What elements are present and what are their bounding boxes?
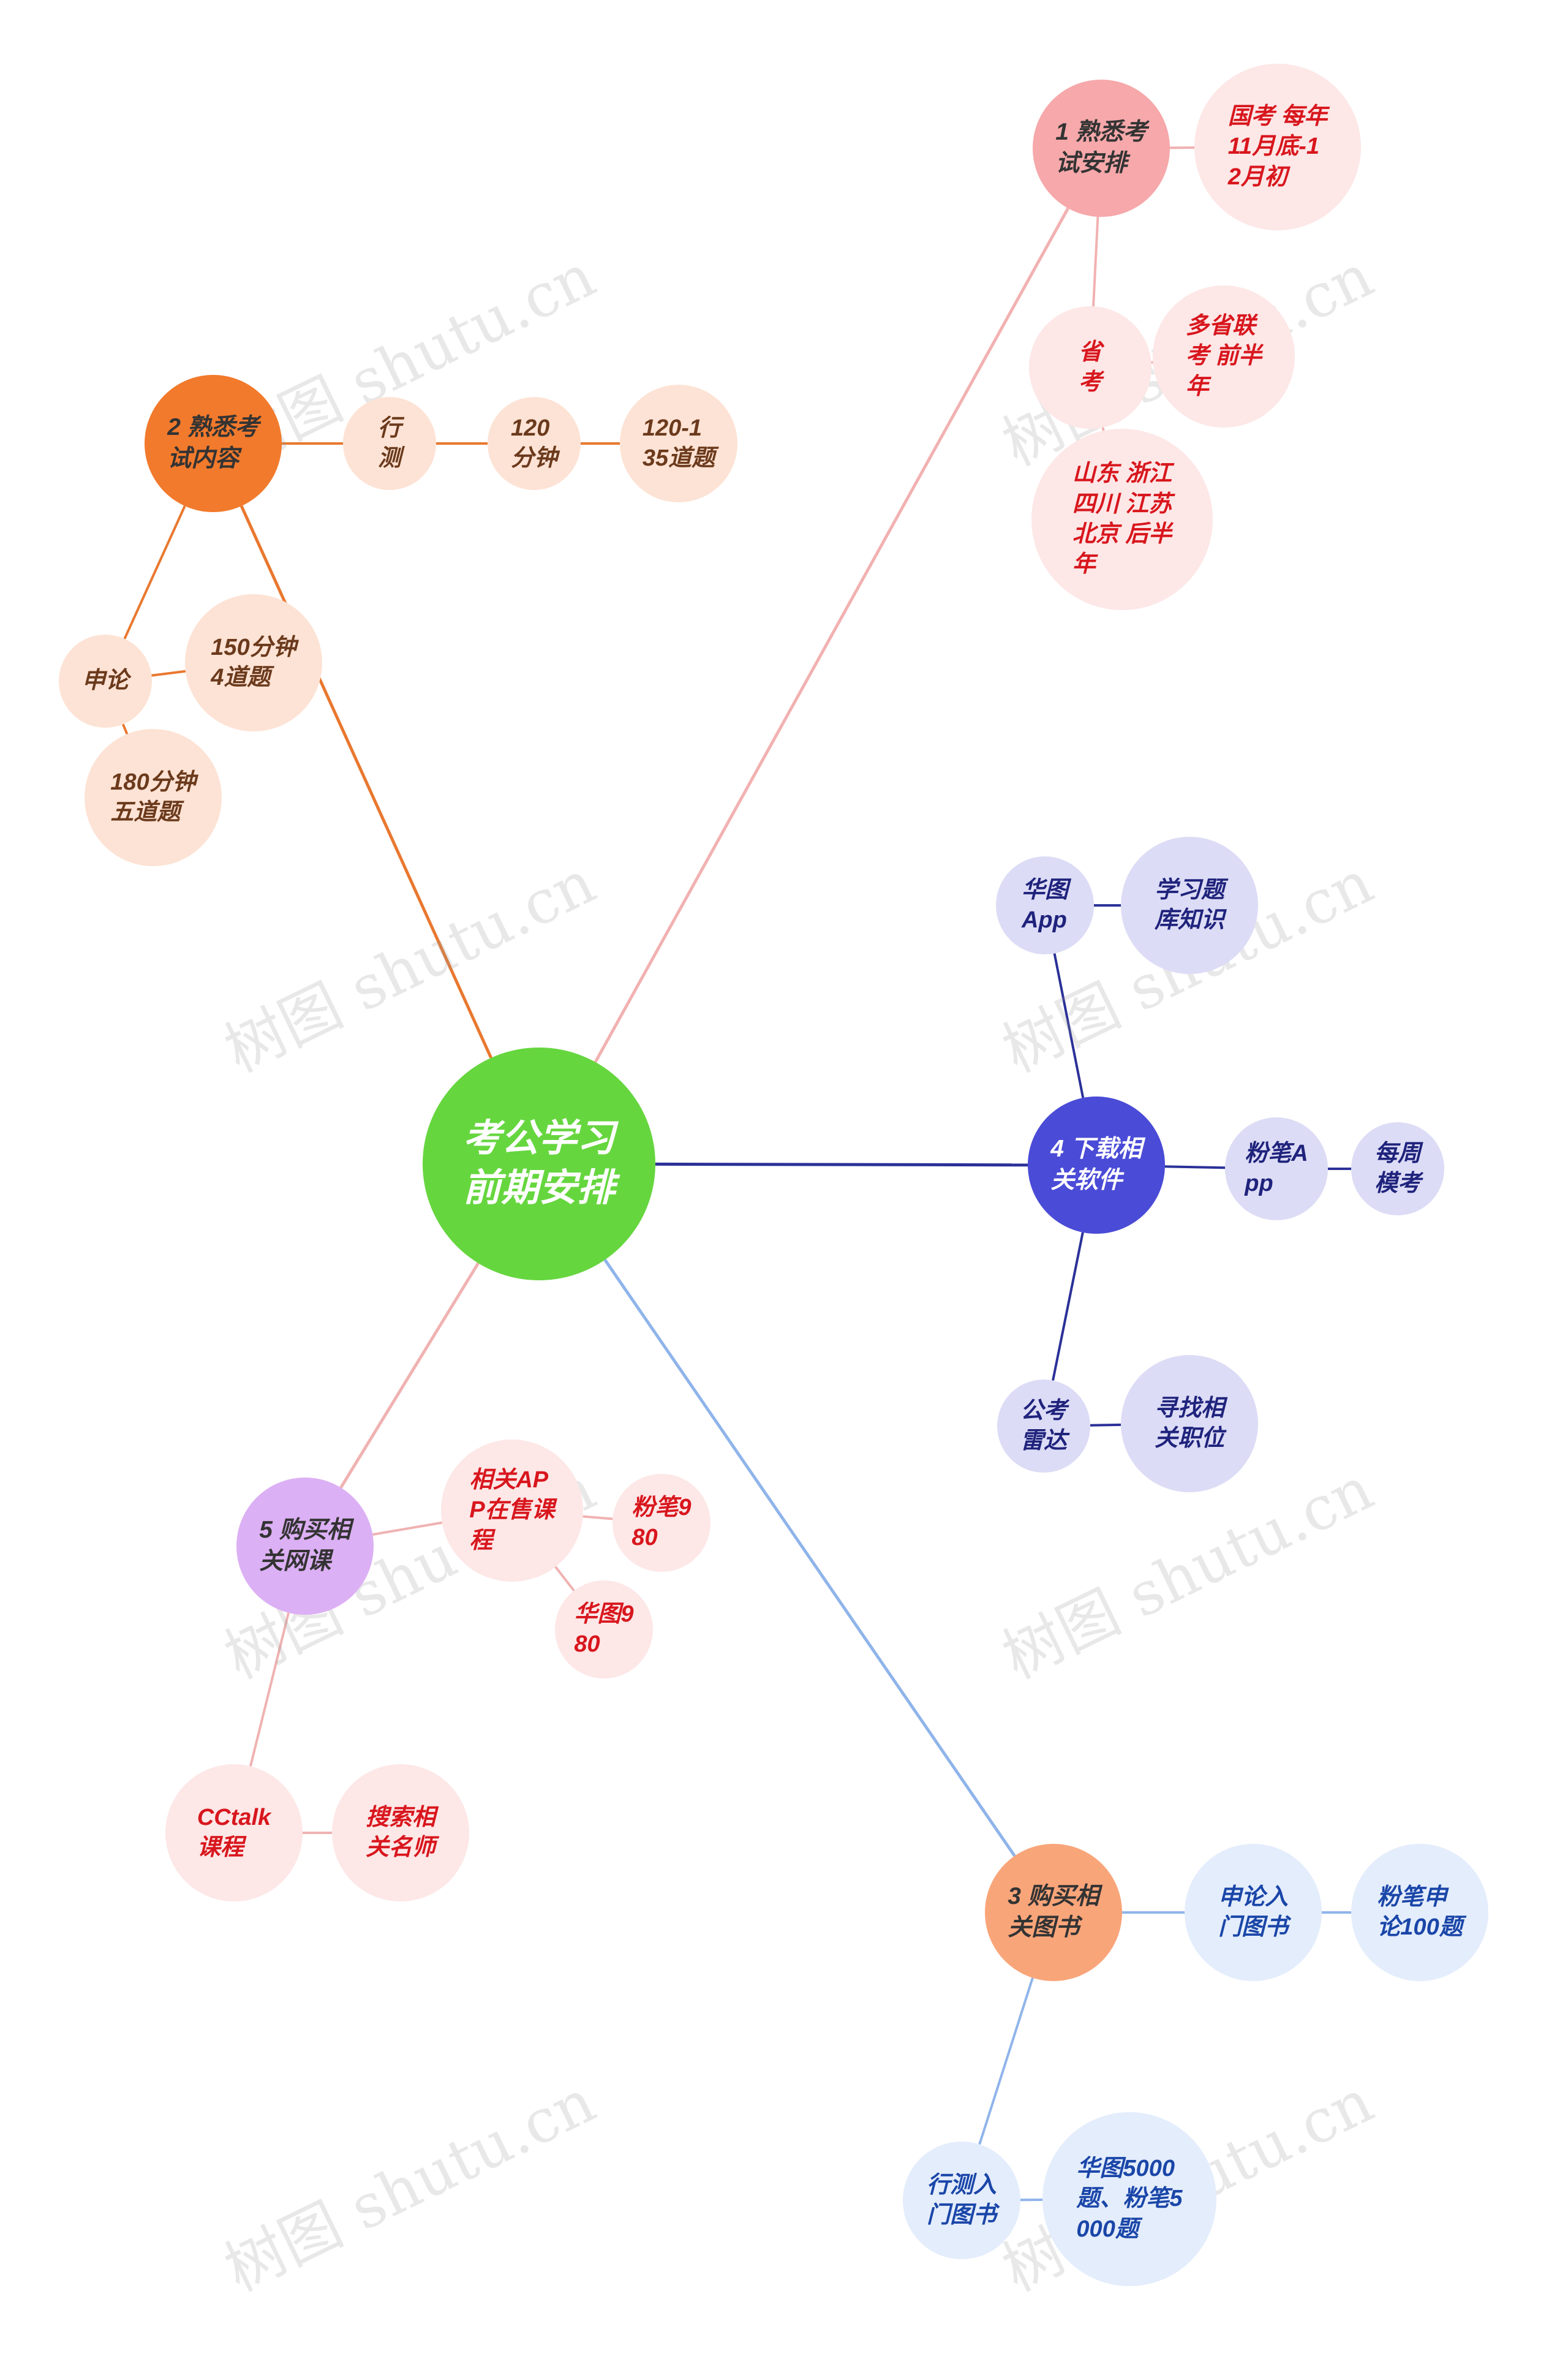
leaf-label: 申论 <box>81 668 129 694</box>
leaf-label: 搜索相 关名师 <box>365 1804 435 1860</box>
leaf-provinces-second-half[interactable]: 山东 浙江 四川 江苏 北京 后半 年 <box>1031 429 1213 610</box>
leaf-search-teachers[interactable]: 搜索相 关名师 <box>332 1764 469 1901</box>
leaf-150-minutes[interactable]: 150分钟 4道题 <box>185 594 322 731</box>
root-topic[interactable]: 考公学习 前期安排 <box>423 1048 655 1280</box>
leaf-multi-province-exam[interactable]: 多省联 考 前半 年 <box>1153 285 1295 428</box>
connector-n2d-n2f <box>122 723 129 735</box>
leaf-label: 行测入 门图书 <box>926 2172 997 2228</box>
branch-label: 1 熟悉考 试安排 <box>1055 119 1147 176</box>
leaf-label: 相关AP P在售课 程 <box>469 1467 555 1553</box>
leaf-huatu-980[interactable]: 华图9 80 <box>555 1580 653 1678</box>
leaf-cctalk-courses[interactable]: CCtalk 课程 <box>165 1764 303 1901</box>
leaf-120-minutes[interactable]: 120 分钟 <box>488 397 581 490</box>
leaf-label: 180分钟 五道题 <box>110 769 196 825</box>
leaf-label: 粉笔申 论100题 <box>1377 1884 1463 1940</box>
branch-exam-schedule[interactable]: 1 熟悉考 试安排 <box>1033 80 1170 217</box>
leaf-label: 国考 每年 11月底-1 2月初 <box>1227 103 1328 190</box>
leaf-label: 华图9 80 <box>574 1601 634 1657</box>
leaf-label: 120 分钟 <box>510 415 557 471</box>
leaf-label: 行 测 <box>377 415 401 471</box>
connector-b4-n4c <box>1164 1165 1226 1169</box>
leaf-label: CCtalk 课程 <box>197 1804 271 1860</box>
leaf-huatu-app[interactable]: 华图 App <box>996 856 1094 954</box>
branch-label: 3 购买相 关图书 <box>1008 1883 1099 1941</box>
leaf-label: 120-1 35道题 <box>642 415 715 471</box>
leaf-label: 每周 模考 <box>1374 1140 1421 1196</box>
branch-label: 2 熟悉考 试内容 <box>167 414 259 472</box>
leaf-xingce-books[interactable]: 行测入 门图书 <box>903 2142 1020 2259</box>
connector-b1-n1b <box>1092 216 1099 307</box>
connector-b3-n3c <box>978 1977 1034 2145</box>
connector-root-b5 <box>339 1262 480 1489</box>
branch-label: 4 下载相 关软件 <box>1050 1136 1142 1193</box>
leaf-label: 山东 浙江 四川 江苏 北京 后半 年 <box>1072 461 1172 578</box>
connector-n2d-n2e <box>151 670 186 677</box>
leaf-label: 多省联 考 前半 年 <box>1185 312 1262 399</box>
leaf-label: 150分钟 4道题 <box>211 634 296 690</box>
leaf-180-minutes[interactable]: 180分钟 五道题 <box>85 729 222 866</box>
connector-n5a-n5c <box>554 1566 575 1591</box>
leaf-label: 寻找相 关职位 <box>1154 1395 1224 1451</box>
leaf-national-exam-time[interactable]: 国考 每年 11月底-1 2月初 <box>1194 64 1361 230</box>
leaf-find-positions[interactable]: 寻找相 关职位 <box>1121 1355 1258 1492</box>
connector-b5-n5d <box>249 1612 290 1767</box>
connector-b2-n2d <box>123 505 186 640</box>
leaf-app-courses[interactable]: 相关AP P在售课 程 <box>441 1440 583 1582</box>
connector-b4-n4a <box>1053 953 1085 1098</box>
leaf-label: 华图 App <box>1021 877 1068 933</box>
leaf-weekly-mock[interactable]: 每周 模考 <box>1351 1122 1444 1215</box>
root-topic-label: 考公学习 前期安排 <box>462 1117 615 1209</box>
branch-exam-content[interactable]: 2 熟悉考 试内容 <box>145 375 282 512</box>
leaf-label: 公考 雷达 <box>1020 1397 1067 1454</box>
leaf-gongkao-leida[interactable]: 公考 雷达 <box>997 1380 1090 1473</box>
connector-root-b2 <box>239 505 492 1059</box>
leaf-label: 省 考 <box>1078 339 1102 395</box>
leaf-question-count[interactable]: 120-1 35道题 <box>620 385 737 502</box>
connector-root-b4 <box>655 1162 1028 1167</box>
leaf-question-bank[interactable]: 学习题 库知识 <box>1121 837 1258 974</box>
leaf-provincial-exam[interactable]: 省 考 <box>1029 306 1152 429</box>
leaf-fenbi-shenlun-100[interactable]: 粉笔申 论100题 <box>1351 1844 1488 1981</box>
leaf-shenlun-books[interactable]: 申论入 门图书 <box>1185 1844 1322 1981</box>
connector-b5-n5a <box>372 1521 443 1536</box>
leaf-label: 粉笔A pp <box>1245 1140 1308 1196</box>
connector-root-b3 <box>603 1259 1016 1857</box>
leaf-shenlun[interactable]: 申论 <box>59 635 152 728</box>
branch-buy-courses[interactable]: 5 购买相 关网课 <box>236 1478 374 1615</box>
branch-buy-books[interactable]: 3 购买相 关图书 <box>985 1844 1122 1981</box>
connector-n5a-n5b <box>582 1515 613 1520</box>
leaf-label: 申论入 门图书 <box>1218 1884 1288 1940</box>
connector-root-b1 <box>594 207 1069 1063</box>
leaf-xingce[interactable]: 行 测 <box>343 397 436 490</box>
leaf-fenbi-app[interactable]: 粉笔A pp <box>1225 1117 1328 1220</box>
connector-b4-n4e <box>1052 1232 1084 1381</box>
branch-download-apps[interactable]: 4 下载相 关软件 <box>1028 1097 1165 1234</box>
leaf-fenbi-980[interactable]: 粉笔9 80 <box>612 1474 710 1572</box>
leaf-5000-questions[interactable]: 华图5000 题、粉笔5 000题 <box>1042 2112 1216 2286</box>
leaf-label: 粉笔9 80 <box>631 1494 692 1550</box>
leaf-label: 学习题 库知识 <box>1154 877 1224 933</box>
leaf-label: 华图5000 题、粉笔5 000题 <box>1076 2155 1183 2242</box>
branch-label: 5 购买相 关网课 <box>259 1517 351 1574</box>
